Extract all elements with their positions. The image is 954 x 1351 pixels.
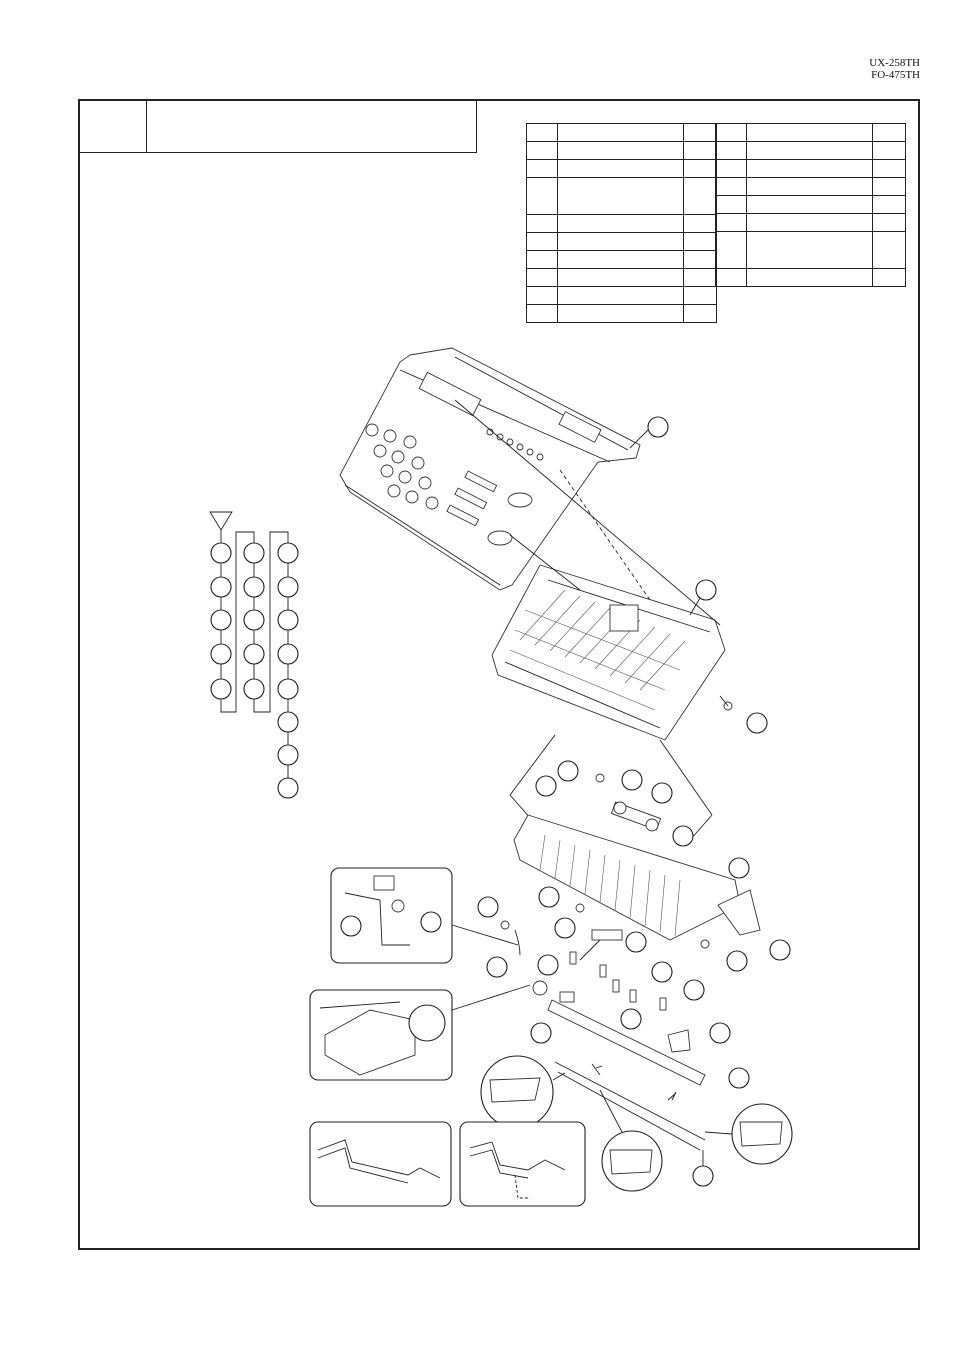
inset-rail-detail-1 [309,1121,452,1207]
parts-table-right [715,123,906,287]
inset-holder-detail [309,984,531,1081]
callout-panel-cover [647,416,669,438]
ground-screw [500,920,510,930]
callout-roller-spring-2 [672,825,694,847]
callout-cis-screw [620,1008,642,1030]
callout-springs [651,961,673,983]
detail-bubble-right [704,1103,793,1165]
sequence-column-3 [277,542,299,799]
callout-ground-plate [486,956,508,978]
detail-bubble-mid [599,1089,663,1192]
callout-ground-screw [477,896,499,918]
sequence-column-2 [243,542,265,700]
middle-frame [491,564,726,741]
ground-plate [514,929,521,956]
section-number-cell [79,100,147,152]
lever-screw [700,939,710,949]
model-number-2: FO-475TH [871,69,920,81]
disassembly-sequence [209,511,299,799]
guide-screw [575,903,585,913]
inset-ground-detail [330,867,519,964]
document-guide-plate [554,1061,706,1151]
callout-release-lever [769,939,791,961]
cis-holder [532,980,548,996]
callout-cis-lever [709,1022,731,1044]
springs [569,951,667,1011]
sequence-start-triangle [209,511,233,531]
separation-roller [610,801,662,832]
callout-lower-frame-top [535,775,557,797]
sequence-column-1 [210,542,232,700]
detail-bubble-left [480,1055,566,1129]
callout-cis-holder [537,954,559,976]
page-frame [78,99,920,1250]
model-number-header: UX-258TH FO-475TH [869,57,920,81]
callout-guide-screw [538,886,560,908]
model-number-1: UX-258TH [869,57,920,69]
cis-harness [579,929,623,961]
function-keys [446,428,544,546]
callout-spring-b [683,979,705,1001]
inset-rail-detail-2 [459,1121,586,1207]
cis-unit [547,991,706,1086]
roller-screw [595,773,605,783]
callout-roller-screw [557,760,579,782]
callout-lower-frame [728,857,750,879]
release-lever [717,889,761,936]
cis-lever [667,1029,691,1053]
callout-guide-plate [692,1165,714,1187]
callout-harness [625,931,647,953]
operation-panel-cover [339,347,641,591]
callout-middle-frame [695,579,717,601]
callout-cis-holder-2 [530,1022,552,1044]
section-title-box [78,99,477,153]
callout-cis-unit [728,1067,750,1089]
frame-screw [719,695,733,711]
parts-table-left [526,123,717,323]
callout-spring-a [554,917,576,939]
lower-frame [513,814,741,941]
callout-roller-spring [621,769,643,791]
keypad-buttons [365,423,439,510]
callout-frame-screw [746,712,768,734]
callout-roller [651,782,673,804]
callout-lever-screw [726,950,748,972]
